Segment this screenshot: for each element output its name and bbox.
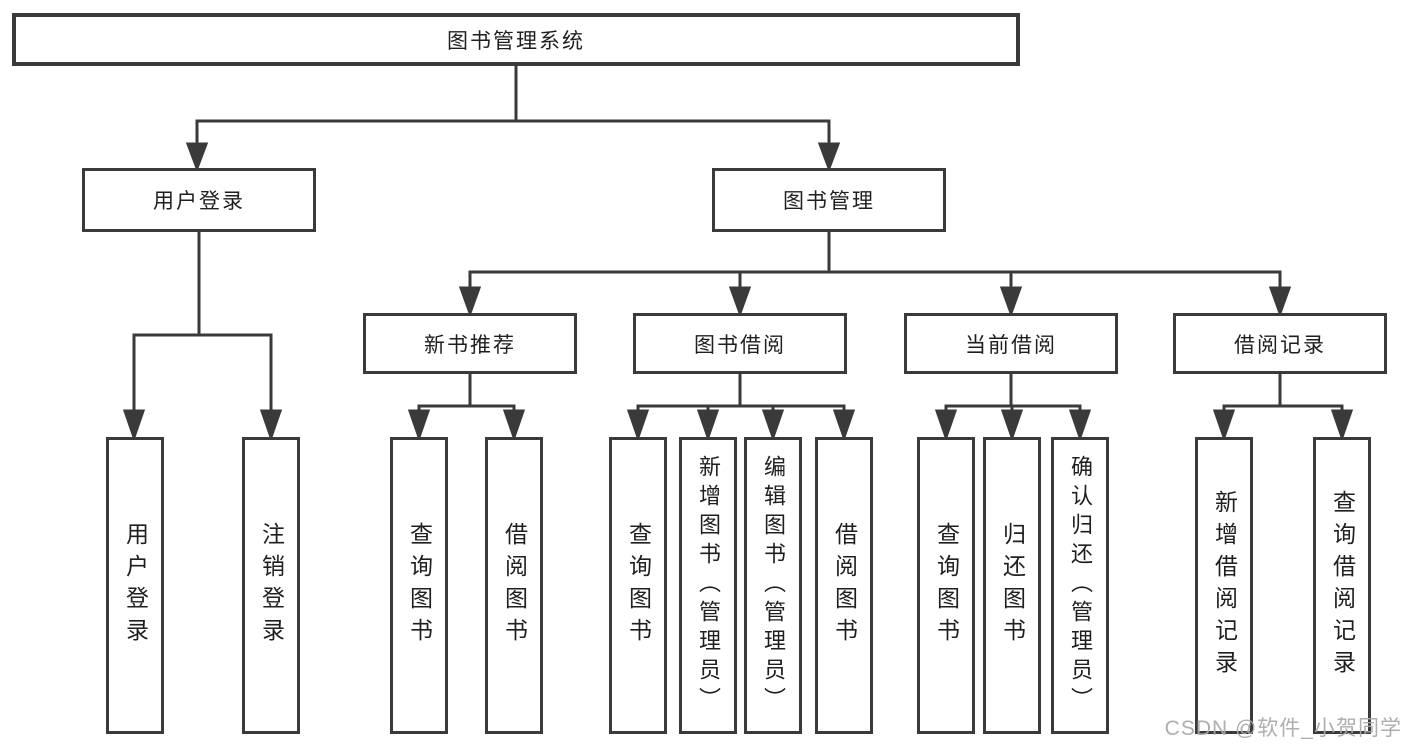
node-label: 新增图书（管理员） [696,455,721,716]
node-leaf-return-books: 归还图书 [983,437,1041,734]
node-label: 查询图书 [933,521,960,650]
node-label: 新增借阅记录 [1211,489,1238,682]
node-label: 新书推荐 [424,333,516,357]
connector-current-borrowing-to-leaves [934,373,1092,442]
node-library-management-system: 图书管理系统 [12,13,1020,66]
node-new-book-recommend: 新书推荐 [363,313,577,374]
connector-user-login-to-leaves [122,231,283,442]
node-label: 借阅图书 [831,521,858,650]
node-label: 归还图书 [999,521,1026,650]
node-leaf-query-books-recommend: 查询图书 [390,437,448,734]
node-label: 借阅图书 [501,521,528,650]
node-leaf-add-borrow-record: 新增借阅记录 [1195,437,1253,734]
node-borrowing-records: 借阅记录 [1173,313,1387,374]
node-label: 查询图书 [625,521,652,650]
node-label: 图书借阅 [694,333,786,357]
node-label: 借阅记录 [1234,333,1326,357]
node-leaf-add-books-admin: 新增图书（管理员） [679,437,737,734]
node-leaf-borrow-books-recommend: 借阅图书 [485,437,543,734]
node-label: 当前借阅 [965,333,1057,357]
csdn-watermark: CSDN @软件_小贺同学 [1164,717,1402,740]
node-label: 图书管理系统 [447,29,585,53]
node-label: 查询借阅记录 [1329,489,1356,682]
node-book-borrowing: 图书借阅 [633,313,847,374]
node-label: 图书管理 [783,190,875,213]
node-leaf-query-books-borrowing: 查询图书 [609,437,667,734]
connector-borrowing-records-to-leaves [1212,373,1354,442]
connector-book-management-to-level3 [458,231,1292,318]
node-user-login: 用户登录 [82,168,316,232]
node-book-management: 图书管理 [712,168,946,232]
node-leaf-query-borrow-record: 查询借阅记录 [1313,437,1371,734]
node-label: 用户登录 [153,190,245,213]
node-label: 确认归还（管理员） [1068,455,1093,716]
node-leaf-query-books-current: 查询图书 [917,437,975,734]
connector-root-to-level2 [185,66,841,173]
node-leaf-user-login: 用户登录 [106,437,164,734]
connector-book-borrowing-to-leaves [626,373,856,442]
node-current-borrowing: 当前借阅 [904,313,1118,374]
node-label: 用户登录 [122,521,149,650]
node-leaf-edit-books-admin: 编辑图书（管理员） [744,437,802,734]
node-leaf-borrow-books: 借阅图书 [815,437,873,734]
connector-new-book-recommend-to-leaves [407,373,526,442]
node-leaf-confirm-return-admin: 确认归还（管理员） [1051,437,1109,734]
node-label: 编辑图书（管理员） [761,455,786,716]
node-label: 注销登录 [258,521,285,650]
node-leaf-logout: 注销登录 [242,437,300,734]
node-label: 查询图书 [406,521,433,650]
